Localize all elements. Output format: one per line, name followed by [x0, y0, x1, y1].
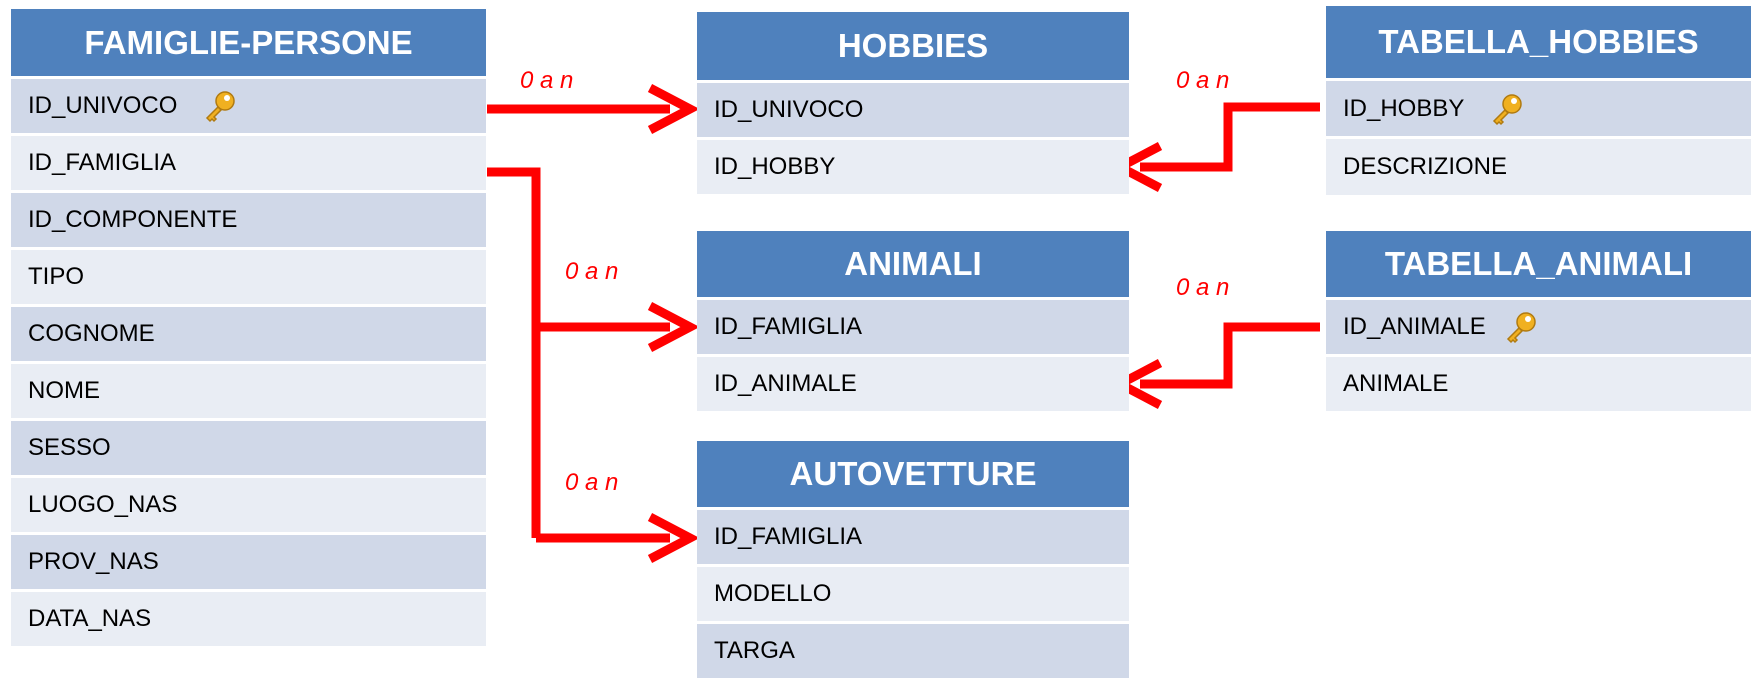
- field-name: ID_HOBBY: [1343, 94, 1465, 122]
- field-row: ID_HOBBY: [1326, 81, 1751, 136]
- field-name: TIPO: [28, 263, 85, 290]
- table-hobbies: HOBBIES ID_UNIVOCO ID_HOBBY: [697, 12, 1129, 194]
- relationship-label: 0 a n: [1176, 274, 1230, 301]
- relationship-label: 0 a n: [520, 67, 574, 94]
- field-name: ID_UNIVOCO: [714, 96, 864, 123]
- field-row: ID_FAMIGLIA: [11, 136, 486, 190]
- field-name: ID_UNIVOCO: [28, 92, 178, 119]
- field-row: ID_ANIMALE: [697, 357, 1129, 411]
- arrowhead-hobbies-id-univoco: [647, 84, 700, 134]
- field-row: ID_COMPONENTE: [11, 193, 486, 247]
- key-icon: [206, 91, 236, 123]
- field-name: ANIMALE: [1343, 370, 1449, 397]
- field-name: COGNOME: [28, 320, 155, 347]
- field-name: ID_FAMIGLIA: [714, 523, 863, 550]
- field-name: LUOGO_NAS: [28, 491, 178, 518]
- relationship-label: 0 a n: [565, 469, 619, 496]
- field-row: ID_UNIVOCO: [697, 83, 1129, 137]
- table-header: TABELLA_HOBBIES: [1326, 6, 1751, 78]
- field-row: MODELLO: [697, 567, 1129, 621]
- connector-famiglie-family-trunk: [487, 167, 541, 538]
- field-row: ID_FAMIGLIA: [697, 510, 1129, 564]
- field-row: ANIMALE: [1326, 357, 1751, 411]
- field-name: TARGA: [714, 637, 795, 664]
- field-row: COGNOME: [11, 307, 486, 361]
- relationship-label: 0 a n: [565, 258, 619, 285]
- field-row: ID_ANIMALE: [1326, 300, 1751, 354]
- field-name: ID_ANIMALE: [714, 370, 857, 397]
- field-name: ID_HOBBY: [714, 153, 836, 180]
- field-row: NOME: [11, 364, 486, 418]
- table-header: ANIMALI: [697, 231, 1129, 297]
- table-header: AUTOVETTURE: [697, 441, 1129, 507]
- arrowhead-animali-id-famiglia: [647, 302, 700, 352]
- field-name: ID_FAMIGLIA: [714, 313, 863, 340]
- field-row: ID_FAMIGLIA: [697, 300, 1129, 354]
- relationship-label: 0 a n: [1176, 67, 1230, 94]
- field-name: NOME: [28, 377, 100, 404]
- table-tabella-animali: TABELLA_ANIMALI ID_ANIMALE ANIMALE: [1326, 231, 1751, 411]
- table-tabella-hobbies: TABELLA_HOBBIES ID_HOBBY DESCRIZIONE: [1326, 6, 1751, 195]
- field-row: LUOGO_NAS: [11, 478, 486, 532]
- field-name: SESSO: [28, 434, 111, 461]
- field-row: SESSO: [11, 421, 486, 475]
- field-row: ID_UNIVOCO: [11, 79, 486, 133]
- key-icon: [1493, 93, 1523, 125]
- field-name: PROV_NAS: [28, 548, 159, 575]
- field-name: MODELLO: [714, 580, 832, 607]
- field-name: DATA_NAS: [28, 605, 152, 632]
- table-famiglie-persone: FAMIGLIE-PERSONE ID_UNIVOCO ID_FAMIGLIA …: [11, 9, 486, 646]
- table-animali: ANIMALI ID_FAMIGLIA ID_ANIMALE: [697, 231, 1129, 411]
- field-row: PROV_NAS: [11, 535, 486, 589]
- table-autovetture: AUTOVETTURE ID_FAMIGLIA MODELLO TARGA: [697, 441, 1129, 678]
- field-row: DESCRIZIONE: [1326, 139, 1751, 195]
- field-name: ID_COMPONENTE: [28, 206, 238, 233]
- table-header: TABELLA_ANIMALI: [1326, 231, 1751, 297]
- field-name: ID_FAMIGLIA: [28, 149, 177, 176]
- table-header: HOBBIES: [697, 12, 1129, 80]
- field-name: DESCRIZIONE: [1343, 153, 1508, 180]
- field-row: TIPO: [11, 250, 486, 304]
- arrowhead-autovetture-id-famiglia: [647, 513, 700, 563]
- table-header: FAMIGLIE-PERSONE: [11, 9, 486, 76]
- field-row: ID_HOBBY: [697, 140, 1129, 194]
- key-icon: [1506, 312, 1536, 344]
- connector-tabella-hobbies: [1140, 102, 1320, 172]
- connector-tabella-animali: [1140, 322, 1320, 389]
- field-row: TARGA: [697, 624, 1129, 678]
- field-name: ID_ANIMALE: [1343, 313, 1486, 340]
- field-row: DATA_NAS: [11, 592, 486, 646]
